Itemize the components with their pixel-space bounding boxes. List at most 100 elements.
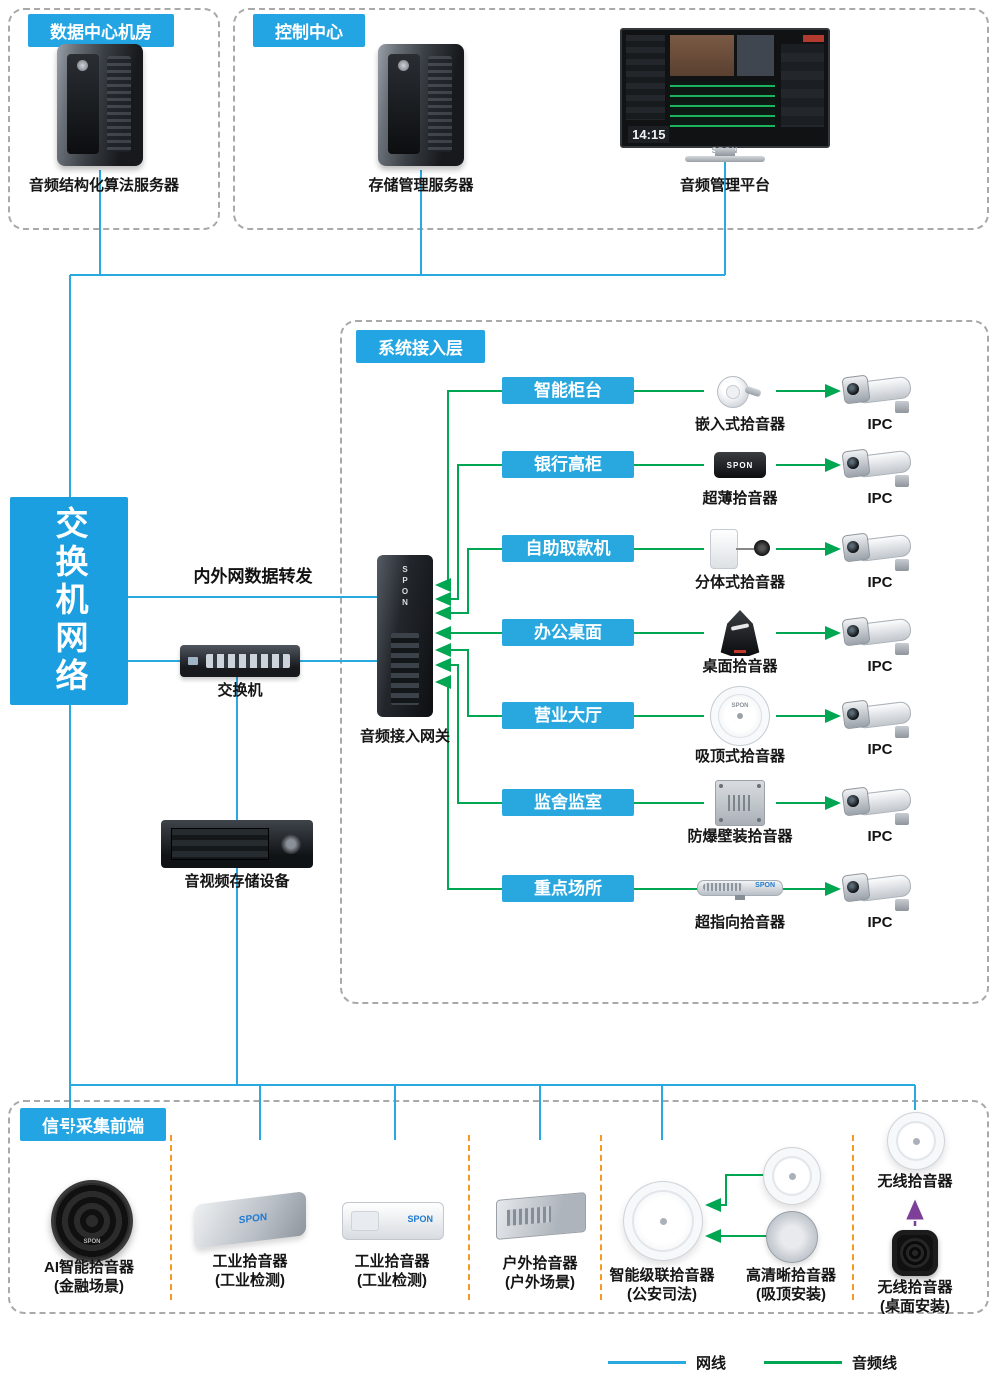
scene-label: 监舍监室 (502, 789, 634, 816)
ipc-camera-icon (841, 369, 917, 413)
split-pickup-icon (708, 527, 772, 571)
network-line-sample (608, 1361, 686, 1364)
switch-network-label: 交换机网络 (51, 506, 88, 696)
ai-pickup-icon: SPON (51, 1180, 133, 1262)
control-center-title: 控制中心 (253, 14, 365, 47)
data-center-box: 数据中心机房 (8, 8, 220, 230)
ai-pickup-caption: AI智能拾音器 (金融场景) (43, 1259, 134, 1295)
industrial-pickup-caption: 工业拾音器 (工业检测) (212, 1253, 288, 1289)
camera-lens (847, 795, 859, 807)
camera-caption: IPC (867, 574, 893, 591)
ipc-camera-icon (841, 781, 917, 825)
network-cable-lines (69, 160, 916, 1140)
legend: 网线 音频线 (608, 1352, 897, 1373)
ipc-camera-icon (841, 443, 917, 487)
group-separator (852, 1135, 854, 1300)
forwarding-label: 内外网数据转发 (193, 567, 313, 586)
platform-caption: 音频管理平台 (679, 177, 770, 194)
pickup-brand: SPON (755, 882, 775, 889)
camera-lens (847, 881, 859, 893)
camera-caption: IPC (867, 658, 893, 675)
audio-line-sample (764, 1361, 843, 1364)
gateway-brand: SPON (400, 565, 410, 609)
screen-video-feed (670, 34, 735, 77)
camera-caption: IPC (867, 416, 893, 433)
frontend-box: 信号采集前端 (8, 1100, 989, 1314)
scene-label: 银行高柜 (502, 451, 634, 478)
outdoor-pickup-icon (496, 1192, 586, 1240)
group-separator (468, 1135, 470, 1300)
pickup-caption: 分体式拾音器 (694, 574, 785, 591)
directional-pickup-icon: SPON (697, 878, 783, 900)
switch-ports (206, 654, 290, 668)
camera-lens (847, 541, 859, 553)
audio-gateway-icon: SPON (377, 555, 433, 717)
gateway-ports (391, 633, 419, 705)
pickup-brand: SPON (731, 703, 749, 709)
camera-lens (847, 383, 859, 395)
control-center-box: 控制中心 (233, 8, 989, 230)
pickup-caption: 桌面拾音器 (702, 658, 778, 675)
wireless-pickup-ceiling-icon (887, 1112, 945, 1170)
scene-label: 办公桌面 (502, 619, 634, 646)
screen-sidebar (626, 34, 666, 121)
outdoor-pickup-caption: 户外拾音器 (户外场景) (502, 1255, 578, 1291)
pickup-caption: 嵌入式拾音器 (694, 416, 785, 433)
switch-network-block: 交换机网络 (10, 497, 128, 705)
ipc-camera-icon (841, 694, 917, 738)
network-line-label: 网线 (696, 1355, 727, 1372)
monitor-screen: 14:15 (620, 28, 830, 148)
pickup-brand: SPON (726, 460, 754, 470)
algorithm-server-caption: 音频结构化算法服务器 (28, 177, 179, 194)
management-platform-monitor: 14:15 SPON (620, 28, 830, 162)
wireless-desktop-caption: 无线拾音器 (桌面安装) (877, 1279, 953, 1315)
storage-server-caption: 存储管理服务器 (368, 177, 474, 194)
wireless-pickup-desktop-icon (892, 1230, 938, 1276)
wireless-pickup-caption: 无线拾音器 (877, 1173, 953, 1190)
ceiling-pickup-icon: SPON (710, 686, 770, 746)
embedded-pickup-icon (717, 374, 763, 408)
storage-caption: 音视频存储设备 (184, 873, 290, 890)
industrial-pickup-box-icon: SPON (342, 1202, 444, 1240)
camera-lens (847, 457, 859, 469)
screen-clock: 14:15 (628, 125, 670, 143)
data-center-title: 数据中心机房 (28, 14, 174, 47)
scene-label: 重点场所 (502, 875, 634, 902)
camera-caption: IPC (867, 828, 893, 845)
camera-caption: IPC (867, 741, 893, 758)
pickup-caption: 防爆壁装拾音器 (687, 828, 793, 845)
audio-line-label: 音频线 (852, 1355, 898, 1372)
storage-server-icon (378, 44, 464, 166)
screen-right-list (780, 43, 824, 128)
ipc-camera-icon (841, 867, 917, 911)
screen-alert-badge (803, 34, 824, 42)
group-separator (170, 1135, 172, 1300)
scene-label: 智能柜台 (502, 377, 634, 404)
gateway-caption: 音频接入网关 (359, 728, 450, 745)
switch-caption: 交换机 (217, 682, 263, 699)
audio-cable-lines (435, 384, 841, 1243)
group-separator (600, 1135, 602, 1300)
access-layer-title: 系统接入层 (356, 330, 485, 363)
scene-label: 营业大厅 (502, 702, 634, 729)
pickup-brand: SPON (83, 1239, 101, 1245)
camera-caption: IPC (867, 914, 893, 931)
ultrathin-pickup-icon: SPON (714, 452, 766, 478)
camera-lens (847, 708, 859, 720)
explosionproof-pickup-icon (715, 780, 765, 826)
screen-audio-waveforms (670, 81, 776, 128)
algorithm-server-icon (57, 44, 143, 166)
camera-lens (847, 625, 859, 637)
pickup-brand: SPON (407, 1214, 433, 1224)
desktop-pickup-icon (717, 610, 763, 656)
ipc-camera-icon (841, 527, 917, 571)
cascade-pickup-icon (623, 1181, 703, 1261)
industrial-pickup2-caption: 工业拾音器 (工业检测) (354, 1253, 430, 1289)
hd-pickup-top-icon (763, 1147, 821, 1205)
ipc-camera-icon (841, 611, 917, 655)
ethernet-switch-icon (180, 645, 300, 677)
camera-caption: IPC (867, 490, 893, 507)
av-storage-icon (161, 820, 313, 868)
pickup-caption: 超指向拾音器 (694, 914, 785, 931)
